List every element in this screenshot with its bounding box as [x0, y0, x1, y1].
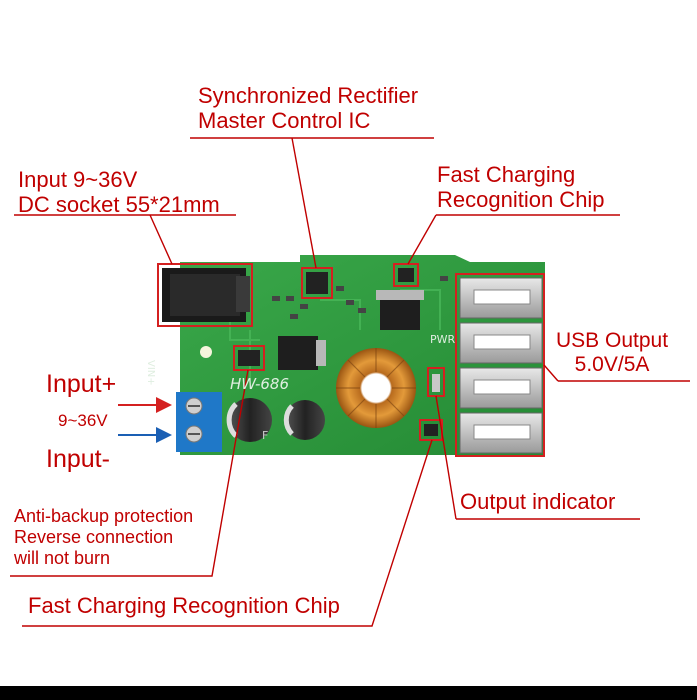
input-line1: Input 9~36V [18, 167, 138, 192]
fast-charging-bottom-label: Fast Charging Recognition Chip [28, 593, 340, 618]
input-minus-label: Input- [46, 445, 110, 473]
diode-highlight [233, 345, 265, 371]
sync-rectifier-ic [306, 272, 328, 294]
mosfet-2 [278, 336, 318, 370]
mosfet-1 [380, 298, 420, 330]
bottom-bar [0, 686, 697, 700]
diode [238, 350, 260, 366]
fast-charging-top-line2: Recognition Chip [437, 186, 605, 212]
vin-label: VIN+ [145, 360, 156, 386]
sync-leader [291, 137, 317, 269]
led [200, 346, 212, 358]
pwr-label: PWR [430, 333, 456, 346]
usb-ports [459, 277, 543, 454]
fast-top-leader [407, 214, 437, 265]
output-indicator-label: Output indicator [460, 489, 616, 514]
fast-charging-top-label: Fast Charging Recognition Chip [437, 162, 605, 212]
fast-bottom-leader [22, 439, 433, 627]
anti-backup-line1: Anti-backup protection [14, 506, 194, 526]
cap-mark: F [262, 429, 269, 442]
sync-rectifier-line2: Master Control IC [198, 107, 371, 133]
usb-leader [543, 364, 559, 382]
pwr-led [432, 374, 440, 392]
capacitor-1 [228, 398, 272, 442]
anti-backup-label: Anti-backup protection Reverse connectio… [14, 506, 193, 570]
output-leader [435, 395, 457, 520]
usb-output-line1: USB Output [556, 329, 669, 352]
fast-charge-top-highlight [393, 263, 419, 287]
usb-output-label: USB Output 5.0V/5A [556, 329, 668, 376]
anti-backup-leader [10, 369, 249, 577]
input-line2: DC socket 55*21mm [18, 191, 220, 217]
anti-backup-line3: will not burn [14, 548, 111, 569]
input-spec-label: Input 9~36V DC socket 55*21mm [18, 167, 220, 217]
input-voltage-label: 9~36V [58, 411, 108, 430]
dc-socket-highlight [157, 263, 253, 327]
sync-ic-highlight [301, 267, 333, 299]
fast-charging-top-line1: Fast Charging [437, 162, 576, 187]
capacitor-2 [285, 400, 325, 440]
usb-output-line2: 5.0V/5A [574, 352, 650, 376]
fast-charge-ic-bottom [424, 424, 438, 436]
input-leader [149, 214, 173, 265]
input-plus-label: Input+ [46, 370, 117, 398]
sync-rectifier-label: Synchronized Rectifier Master Control IC [198, 83, 419, 133]
sync-rectifier-line1: Synchronized Rectifier [198, 83, 419, 108]
anti-backup-line2: Reverse connection [14, 527, 174, 548]
board-model: HW-686 [230, 375, 289, 393]
fast-charge-ic-top [398, 268, 414, 282]
